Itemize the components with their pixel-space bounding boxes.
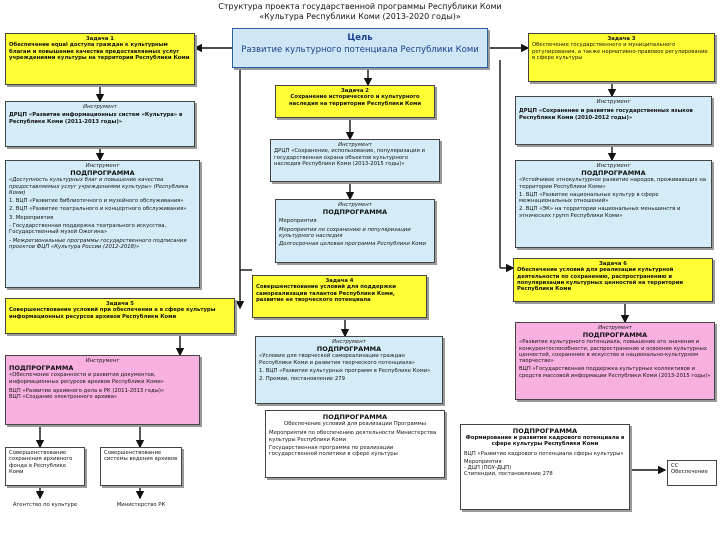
sub-right1-line-2: 1. ВЦП «Развитие национальных культур в …	[519, 191, 659, 205]
task5-box: Задача 5 Совершенствование условий при о…	[5, 298, 235, 334]
sub-left-line-4: 3. Мероприятия	[9, 214, 54, 221]
sub-mid2-line-3: 2. Премии, постановление 279	[259, 376, 345, 383]
sub-mid2-title: ПОДПРОГРАММА	[316, 345, 382, 354]
goal-text: Развитие культурного потенциала Республи…	[241, 45, 479, 55]
tool3-box: Инструмент ДРЦП «Сохранение, использован…	[270, 139, 440, 182]
sub-mid2-label: Инструмент	[332, 339, 366, 345]
task1-text: Обеспечение equal доступа граждан к куль…	[9, 42, 190, 61]
title-line-2: «Культура Республики Коми (2013-2020 год…	[259, 12, 461, 21]
task4-box: Задача 4 Совершенствование условий для п…	[252, 275, 427, 318]
task2-label: Задача 2	[341, 88, 369, 94]
task6-text: Обеспечение условий для реализации культ…	[517, 267, 684, 293]
sub-left-label: Инструмент	[85, 163, 120, 169]
far-right-box: СС Обеспечение	[667, 460, 717, 486]
sub-pink-left-title: ПОДПРОГРАММА	[9, 364, 74, 373]
tool1-box: Инструмент ДРЦП «Развитие информационных…	[5, 101, 195, 147]
tool2-label: Инструмент	[596, 99, 631, 105]
title-line-1: Структура проекта государственной програ…	[218, 2, 502, 11]
task3-text: Обеспечение государственного и муниципал…	[532, 42, 708, 61]
sub-mid1-line-3: Долгосрочная целевая программа Республик…	[279, 241, 426, 248]
task4-label: Задача 4	[325, 278, 354, 284]
sub-left-line-2: 1. ВЦП «Развитие библиотечного и музейно…	[9, 198, 184, 205]
diagram-title: Структура проекта государственной програ…	[180, 2, 540, 22]
sub-left-line-5: - Государственная поддержка театрального…	[9, 223, 167, 236]
subprogram-mid1-box: Инструмент ПОДПРОГРАММА Мероприятия Меро…	[275, 199, 435, 263]
subprogram-left-box: Инструмент ПОДПРОГРАММА «Доступность кул…	[5, 160, 200, 288]
sub-right1-line-1: «Устойчивое этнокультурное развитие наро…	[519, 177, 707, 190]
sub-right1-label: Инструмент	[596, 163, 631, 169]
sub-left-line-3: 2. ВЦП «Развитие театрального и концертн…	[9, 206, 187, 213]
subprogram-bottom-mid-box: ПОДПРОГРАММА Обеспечение условий для реа…	[265, 410, 445, 478]
sub-bottom-mid-subtitle: Обеспечение условий для реализации Прогр…	[284, 421, 426, 427]
bottom-left-box-1-text: Совершенствование сохранения архивного ф…	[9, 450, 73, 475]
sub-mid2-line-1: «Условия для творческой самореализации г…	[259, 353, 415, 366]
tool1-text: ДРЦП «Развитие информационных систем «Ку…	[9, 112, 183, 125]
task4-text: Совершенствование условий для поддержки …	[256, 284, 397, 303]
sub-bottom-right-line-4: Стипендии, постановление 278	[464, 471, 553, 478]
task6-box: Задача 6 Обеспечение условий для реализа…	[513, 258, 713, 302]
sub-pink-left-label: Инструмент	[85, 358, 120, 364]
sub-bottom-right-subtitle: Формирование и развитие кадрового потенц…	[465, 435, 625, 448]
sub-mid1-label: Инструмент	[338, 202, 372, 208]
sub-bottom-mid-title: ПОДПРОГРАММА	[322, 413, 388, 421]
sub-left-line-1: «Доступность культурных благ и повышение…	[9, 177, 189, 196]
goal-box: Цель Развитие культурного потенциала Рес…	[232, 28, 488, 68]
sub-pink-right-title: ПОДПРОГРАММА	[582, 331, 648, 340]
subprogram-pink-left-box: Инструмент ПОДПРОГРАММА «Обеспечение сох…	[5, 355, 200, 425]
sub-bottom-right-line-2: Мероприятия	[464, 458, 502, 465]
bottom-left-out-2: Министерство РК	[100, 500, 182, 514]
far-right-line-2: Обеспечение	[671, 469, 708, 476]
bottom-left-out-1-text: Агентство по культуре	[12, 502, 78, 508]
sub-pink-right-label: Инструмент	[598, 325, 632, 331]
subprogram-mid2-box: Инструмент ПОДПРОГРАММА «Условия для тво…	[255, 336, 443, 404]
task3-label: Задача 3	[607, 36, 636, 42]
sub-pink-right-line-1: «Развитие культурного потенциала, повыше…	[519, 339, 707, 365]
sub-pink-right-line-2: ВЦП «Государственная поддержка культурны…	[519, 366, 711, 379]
sub-mid2-line-2: 1. ВЦП «Развитие культурных программ в Р…	[259, 367, 431, 374]
tool2-box: Инструмент ДРЦП «Сохранение и развитие г…	[515, 96, 712, 145]
task2-text: Сохранение исторического и культурного н…	[288, 94, 422, 107]
sub-mid1-title: ПОДПРОГРАММА	[322, 208, 388, 217]
sub-bottom-right-title: ПОДПРОГРАММА	[512, 427, 578, 435]
sub-bottom-mid-line-1: Мероприятия по обеспечению деятельности …	[269, 430, 437, 443]
bottom-left-out-1: Агентство по культуре	[5, 500, 85, 514]
task6-label: Задача 6	[599, 261, 627, 267]
bottom-left-box-2: Совершенствование системы ведения архиво…	[100, 447, 182, 486]
subprogram-bottom-right-box: ПОДПРОГРАММА Формирование и развитие кад…	[460, 424, 630, 510]
sub-pink-left-line-2: ВЦП «Развитие архивного дела в РК (2011-…	[9, 387, 165, 394]
goal-label: Цель	[347, 33, 373, 43]
far-right-line-1: СС	[671, 463, 679, 469]
task5-text: Совершенствование условий при обеспечени…	[9, 307, 216, 320]
sub-bottom-right-line-1: ВЦП «Развитие кадрового потенциала сферы…	[464, 450, 624, 457]
sub-right1-line-3: 2. ВЦП «ЭК» на территории национальных м…	[519, 206, 681, 219]
sub-bottom-right-line-3: - ДЦП (ПОУ-ДЦП)	[464, 465, 512, 472]
subprogram-pink-right-box: Инструмент ПОДПРОГРАММА «Развитие культу…	[515, 322, 715, 400]
sub-pink-left-line-1: «Обеспечение сохранности и развития доку…	[9, 372, 164, 385]
sub-left-line-6: - Межрегиональные программы государствен…	[9, 237, 187, 250]
task3-box: Задача 3 Обеспечение государственного и …	[528, 33, 715, 82]
sub-left-title: ПОДПРОГРАММА	[70, 169, 135, 178]
task5-label: Задача 5	[106, 301, 134, 307]
task2-box: Задача 2 Сохранение исторического и куль…	[275, 85, 435, 118]
tool3-text: ДРЦП «Сохранение, использование, популяр…	[274, 148, 425, 167]
tool1-label: Инструмент	[83, 104, 117, 110]
task1-box: Задача 1 Обеспечение equal доступа гражд…	[5, 33, 195, 85]
bottom-left-out-2-text: Министерство РК	[116, 502, 166, 508]
task1-label: Задача 1	[86, 36, 114, 42]
tool3-label: Инструмент	[338, 142, 372, 148]
sub-mid1-line-1: Мероприятия	[279, 218, 317, 225]
tool2-text: ДРЦП «Сохранение и развитие государствен…	[519, 108, 693, 121]
subprogram-right1-box: Инструмент ПОДПРОГРАММА «Устойчивое этно…	[515, 160, 712, 248]
bottom-left-box-1: Совершенствование сохранения архивного ф…	[5, 447, 85, 486]
sub-bottom-mid-line-2: Государственная программа по реализации …	[269, 444, 398, 458]
sub-right1-title: ПОДПРОГРАММА	[581, 169, 646, 178]
sub-mid1-line-2: Мероприятия по сохранению и популяризаци…	[279, 226, 411, 239]
bottom-left-box-2-text: Совершенствование системы ведения архиво…	[104, 450, 178, 463]
sub-pink-left-line-3: ВЦП «Создание электронного архива»	[9, 394, 118, 401]
